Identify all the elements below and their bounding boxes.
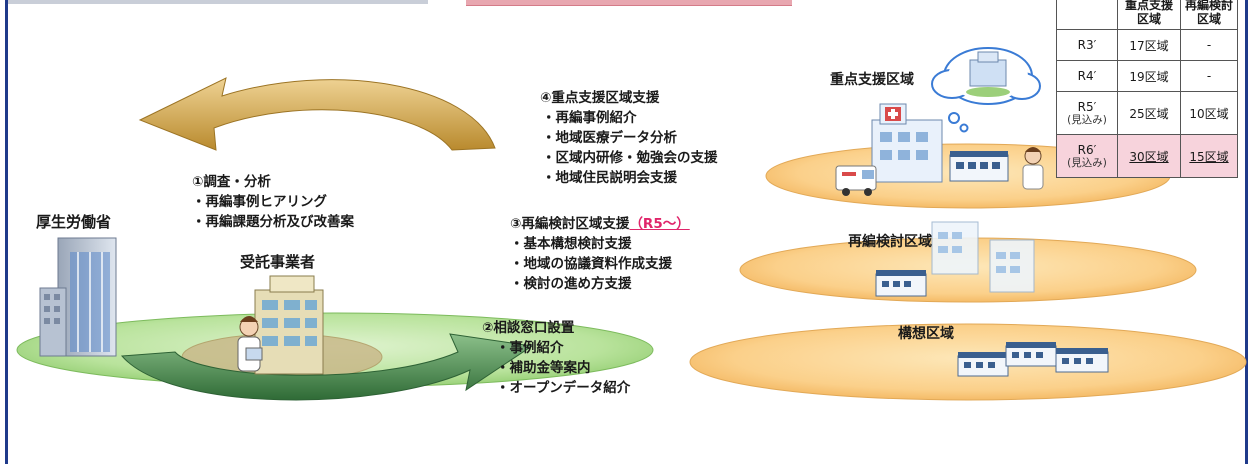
table-year-note: (見込み): [1067, 113, 1107, 126]
top-rule-pink: [466, 0, 792, 6]
small-hospital-icon: [949, 151, 1009, 182]
table-cell-year: R6′ (見込み): [1056, 134, 1118, 178]
ministry-label: 厚生労働省: [36, 213, 112, 231]
step3-title: ③再編検討区域支援: [510, 216, 630, 232]
top-rule-gray: [8, 0, 428, 4]
table-year-text: R5′: [1077, 99, 1097, 114]
contractor-building-icon: [254, 275, 324, 375]
contractor-label: 受託事業者: [240, 253, 316, 271]
table-row-highlight: R6′ (見込み) 30区域 15区域: [1056, 134, 1238, 178]
table-cell-review: 15区域: [1180, 134, 1238, 178]
table-cell-priority: 30区域: [1117, 134, 1181, 178]
vision-area-label: 構想区域: [898, 326, 954, 342]
ambulance-icon: [835, 165, 877, 196]
step3-title-row: ③再編検討区域支援（R5～）: [510, 214, 690, 234]
hospital-building-icon: [871, 103, 943, 183]
step2-item: ・補助金等案内: [496, 360, 591, 376]
step3-note: （R5～）: [629, 216, 690, 232]
thought-cloud-icon: [931, 47, 1041, 133]
contractor-person-icon: [237, 316, 263, 372]
step2-title: ②相談窓口設置: [482, 320, 575, 336]
step4-title: ④重点支援区域支援: [540, 90, 660, 106]
step3-block: ③再編検討区域支援（R5～） ・基本構想検討支援 ・地域の協議資料作成支援 ・検…: [510, 214, 690, 294]
step4-item: ・再編事例紹介: [542, 110, 637, 126]
step2-item: ・事例紹介: [496, 340, 564, 356]
table-header-cell: 重点支援 区域: [1117, 0, 1181, 30]
step1-block: ①調査・分析 ・再編事例ヒアリング ・再編課題分析及び改善案: [192, 172, 354, 232]
step3-item: ・基本構想検討支援: [510, 236, 632, 252]
table-year-text: R6′: [1077, 142, 1097, 157]
ministry-building-icon: [39, 237, 117, 357]
review-area-buildings-icon: [875, 221, 1035, 297]
step3-item: ・地域の協議資料作成支援: [510, 256, 672, 272]
step1-item: ・再編事例ヒアリング: [192, 194, 327, 210]
step4-block: ④重点支援区域支援 ・再編事例紹介 ・地域医療データ分析 ・区域内研修・勉強会の…: [540, 88, 718, 188]
table-row: R4′ 19区域 -: [1056, 60, 1238, 92]
step2-block: ②相談窓口設置 ・事例紹介 ・補助金等案内 ・オープンデータ紹介: [482, 318, 630, 398]
top-curved-arrow: [138, 77, 496, 151]
table-year-note: (見込み): [1067, 156, 1107, 169]
step1-title: ①調査・分析: [192, 174, 271, 190]
table-cell-review: -: [1180, 60, 1238, 92]
priority-area-label: 重点支援区域: [830, 72, 914, 88]
table-cell-year: R4′: [1056, 60, 1118, 92]
table-cell-review: 10区域: [1180, 91, 1238, 135]
table-header-cell: 再編検討 区域: [1180, 0, 1238, 30]
table-header-row: 重点支援 区域 再編検討 区域: [1056, 0, 1238, 30]
table-cell-year: R3′: [1056, 29, 1118, 61]
table-row: R3′ 17区域 -: [1056, 29, 1238, 61]
bottom-curved-arrow: [120, 333, 534, 401]
step1-item: ・再編課題分析及び改善案: [192, 214, 354, 230]
right-border: [1245, 0, 1248, 464]
step4-item: ・地域住民説明会支援: [542, 170, 677, 186]
table-cell-review: -: [1180, 29, 1238, 61]
table-cell-priority: 19区域: [1117, 60, 1181, 92]
left-border: [5, 0, 8, 464]
vision-area-buildings-icon: [957, 342, 1109, 377]
table-header-cell: [1056, 0, 1118, 30]
step2-item: ・オープンデータ紹介: [496, 380, 631, 396]
area-count-table: 重点支援 区域 再編検討 区域 R3′ 17区域 - R4′ 19区域 - R5…: [1056, 0, 1238, 178]
table-row: R5′ (見込み) 25区域 10区域: [1056, 91, 1238, 135]
table-cell-priority: 25区域: [1117, 91, 1181, 135]
doctor-icon: [1022, 147, 1044, 190]
step4-item: ・区域内研修・勉強会の支援: [542, 150, 718, 166]
review-area-label: 再編検討区域: [848, 234, 932, 250]
step3-item: ・検討の進め方支援: [510, 276, 632, 292]
step4-item: ・地域医療データ分析: [542, 130, 677, 146]
table-cell-year: R5′ (見込み): [1056, 91, 1118, 135]
table-cell-priority: 17区域: [1117, 29, 1181, 61]
